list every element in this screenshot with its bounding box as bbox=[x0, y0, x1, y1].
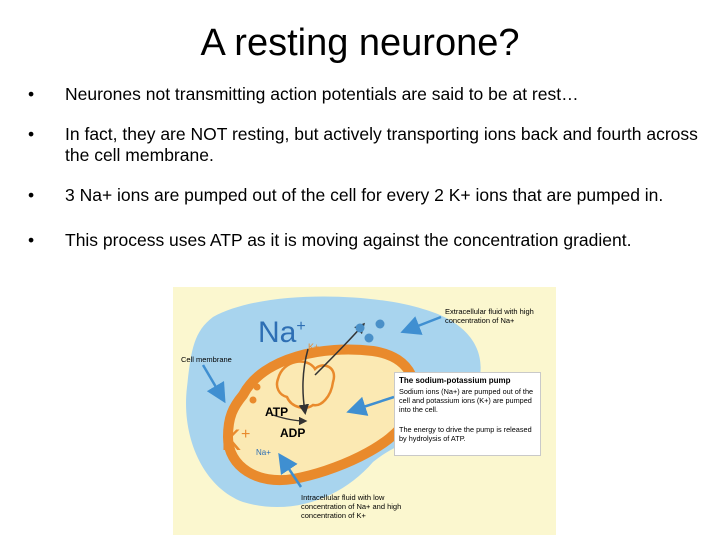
ion-sodium-outside bbox=[355, 323, 365, 333]
bullet-text: Neurones not transmitting action potenti… bbox=[65, 84, 579, 104]
ion-sodium-outside bbox=[364, 333, 374, 343]
atp-arrow bbox=[272, 414, 308, 426]
bullet-item: • This process uses ATP as it is moving … bbox=[28, 230, 708, 251]
cell-membrane-label: Cell membrane bbox=[181, 355, 232, 364]
ion-path-arrow-in bbox=[298, 348, 310, 415]
bullet-list: • Neurones not transmitting action poten… bbox=[28, 84, 708, 270]
bullet-item: • In fact, they are NOT resting, but act… bbox=[28, 124, 708, 166]
bullet-text: In fact, they are NOT resting, but activ… bbox=[65, 124, 698, 165]
pump-na-label: Na+ bbox=[256, 448, 271, 457]
pump-k-label: K+ bbox=[308, 342, 320, 352]
ion-potassium-inside bbox=[249, 396, 257, 404]
pump-info-text: Sodium ions (Na+) are pumped out of the … bbox=[399, 387, 534, 414]
bullet-item: • Neurones not transmitting action poten… bbox=[28, 84, 708, 105]
adp-label: ADP bbox=[280, 426, 306, 440]
ion-potassium-inside bbox=[253, 383, 261, 391]
box-pointer-arrow bbox=[346, 395, 395, 416]
cell-membrane bbox=[222, 344, 420, 486]
bullet-item: • 3 Na+ ions are pumped out of the cell … bbox=[28, 185, 708, 206]
pump-info-title: The sodium-potassium pump bbox=[399, 376, 511, 385]
cell-membrane-pointer-arrow bbox=[201, 364, 226, 404]
slide-title: A resting neurone? bbox=[200, 22, 520, 64]
bullet-text: 3 Na+ ions are pumped out of the cell fo… bbox=[65, 185, 664, 205]
sodium-ion-label: Na+ bbox=[258, 316, 306, 349]
bullet-dot: • bbox=[28, 84, 35, 104]
potassium-ion-label: K+ bbox=[221, 424, 251, 457]
pump-protein bbox=[275, 360, 336, 409]
atp-label: ATP bbox=[265, 405, 289, 419]
extracellular-pointer-arrow bbox=[400, 315, 442, 335]
sodium-potassium-pump-figure: Na+ K+ K+ Na+ ATP ADP Cell membrane Extr… bbox=[173, 287, 556, 535]
intracellular-fluid-label: Intracellular fluid with low concentrati… bbox=[301, 493, 402, 520]
ion-sodium-outside bbox=[375, 319, 385, 329]
pump-info-box: The sodium-potassium pump Sodium ions (N… bbox=[394, 372, 541, 456]
bullet-dot: • bbox=[28, 230, 35, 250]
bullet-text: This process uses ATP as it is moving ag… bbox=[65, 230, 632, 250]
bullet-dot: • bbox=[28, 124, 35, 144]
extracellular-fluid-label: Extracellular fluid with high concentrat… bbox=[445, 307, 534, 325]
bullet-dot: • bbox=[28, 185, 35, 205]
intracellular-pointer-arrow bbox=[278, 452, 303, 488]
pump-diagram bbox=[186, 296, 481, 508]
pump-energy-text: The energy to drive the pump is released… bbox=[399, 425, 532, 443]
